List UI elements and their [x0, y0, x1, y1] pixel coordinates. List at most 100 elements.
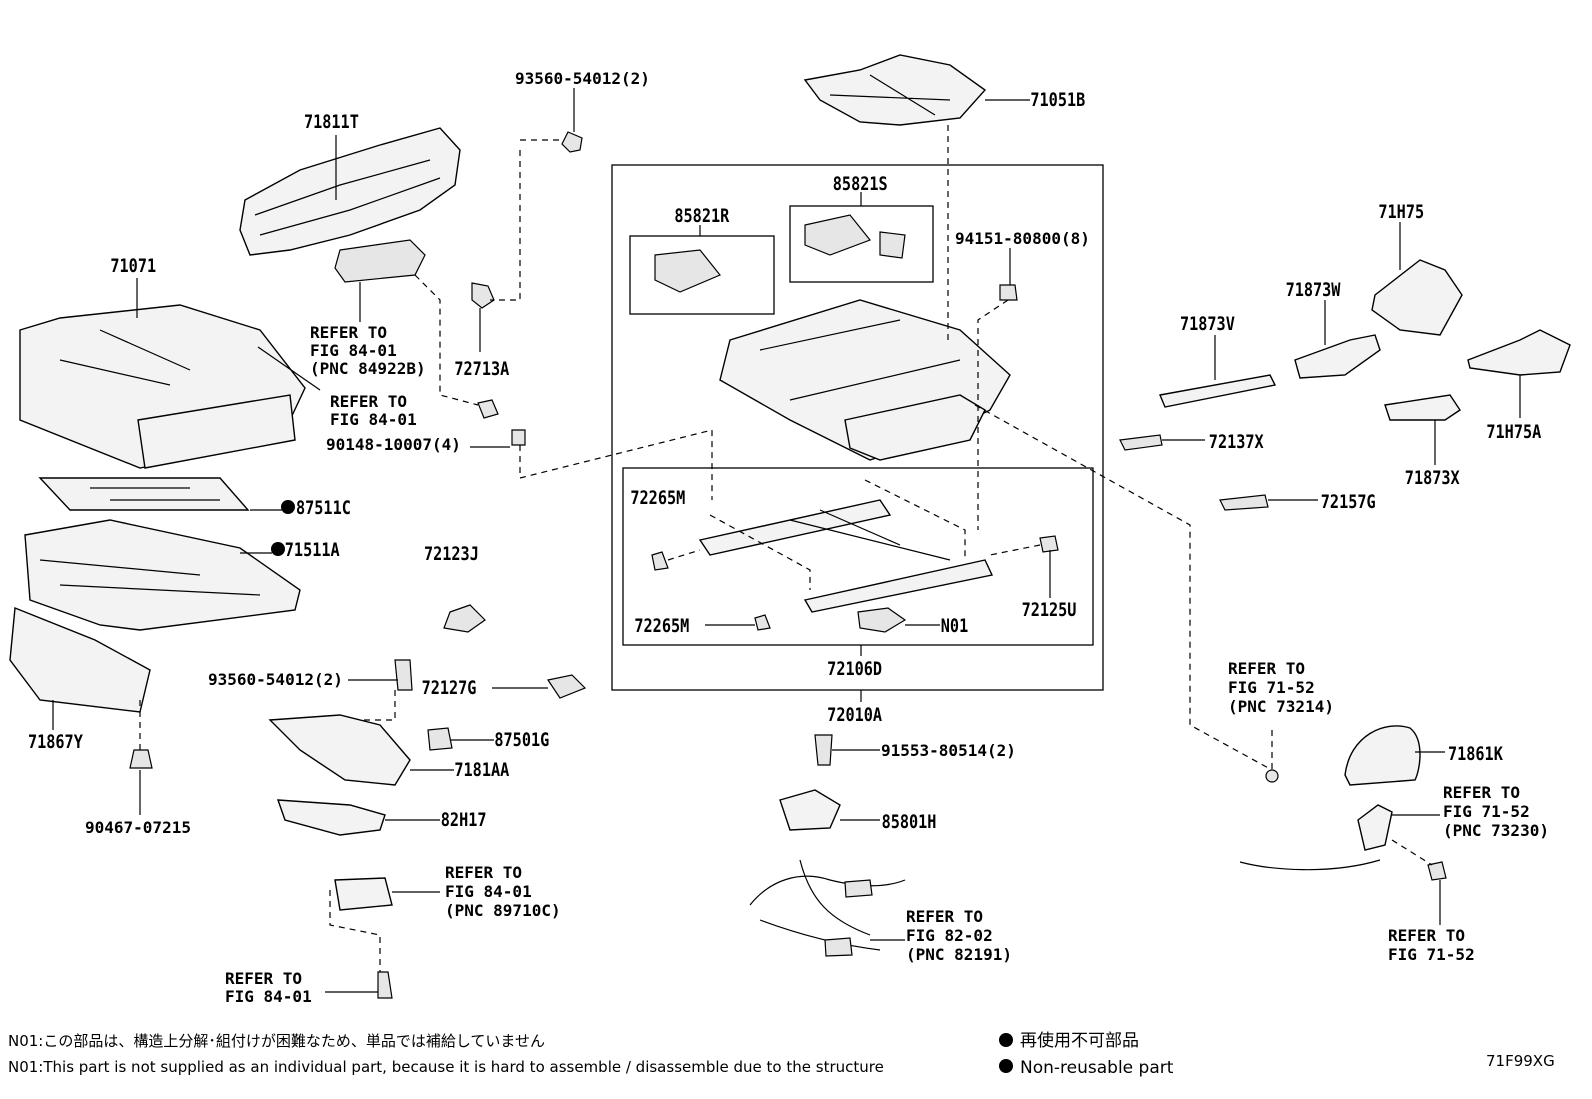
label-90467: 90467-07215 — [85, 818, 191, 837]
label-71873W: 71873W — [1286, 279, 1341, 301]
note-en: N01:This part is not supplied as an indi… — [8, 1058, 884, 1076]
part-wire-harness — [749, 859, 906, 957]
part-71511A — [24, 519, 301, 631]
label-72123J: 72123J — [424, 543, 479, 565]
label-71873X: 71873X — [1405, 467, 1460, 489]
part-7181AA — [268, 714, 411, 786]
part-washer — [1265, 769, 1279, 783]
part-72265M-b — [754, 614, 771, 631]
label-ref8401c-2: FIG 84-01 — [445, 882, 532, 901]
label-82H17: 82H17 — [441, 809, 487, 831]
part-87501G — [427, 727, 453, 751]
label-7181AA: 7181AA — [454, 759, 509, 781]
label-ref7152a-3: (PNC 73214) — [1228, 697, 1334, 716]
label-72106D: 72106D — [827, 658, 882, 680]
label-72157G: 72157G — [1321, 491, 1376, 513]
part-nut-right — [1427, 861, 1447, 881]
part-85821R — [654, 249, 721, 293]
label-N01: N01 — [941, 615, 968, 637]
part-72137X — [1119, 434, 1163, 451]
label-85801H: 85801H — [882, 811, 937, 833]
part-72125U — [1039, 535, 1059, 553]
label-72713A: 72713A — [454, 358, 509, 380]
label-71071: 71071 — [110, 255, 156, 277]
label-85821R: 85821R — [674, 205, 729, 227]
label-72265M-b: 72265M — [634, 615, 689, 637]
label-ref8401d-2: FIG 84-01 — [225, 987, 312, 1006]
part-71811T — [239, 127, 461, 256]
part-71873X — [1384, 394, 1461, 421]
label-87501G: 87501G — [494, 729, 549, 751]
part-bracket-upper — [334, 239, 426, 283]
label-94151: 94151-80800(8) — [955, 229, 1090, 248]
part-seat-track — [698, 499, 994, 613]
part-module-89710C — [334, 877, 393, 911]
label-91553: 91553-80514(2) — [881, 741, 1016, 760]
legend-bullet-en — [999, 1059, 1013, 1073]
part-87511C — [38, 477, 250, 511]
assembly-box-72010A — [611, 164, 1104, 691]
part-72123J — [443, 604, 486, 633]
box-85821R — [629, 235, 775, 315]
part-71H75A — [1467, 329, 1571, 376]
label-72137X: 72137X — [1209, 431, 1264, 453]
part-labels: 71811T 71071 93560-54012(2) 72713A REFER… — [28, 69, 1549, 1006]
label-ref7152b-3: (PNC 73230) — [1443, 821, 1549, 840]
label-87511C: 87511C — [296, 497, 351, 519]
figure-id: 71F99XG — [1486, 1052, 1555, 1070]
note-jp: N01:この部品は、構造上分解･組付けが困難なため、単品では補給していません — [8, 1032, 545, 1050]
part-71873V — [1159, 374, 1277, 408]
part-82H17 — [276, 799, 386, 836]
legend-bullet-jp — [999, 1033, 1013, 1047]
part-bolt-91553 — [814, 734, 833, 766]
part-85801H — [779, 789, 841, 831]
label-ref8202-1: REFER TO — [906, 907, 983, 926]
label-ref8202-2: FIG 82-02 — [906, 926, 993, 945]
part-72713A — [471, 282, 495, 309]
part-72265M-a — [651, 551, 669, 571]
part-bolt-lower — [377, 971, 393, 999]
label-72127G: 72127G — [422, 677, 477, 699]
part-bolt-93560-b — [394, 659, 413, 691]
label-93560-b: 93560-54012(2) — [208, 670, 343, 689]
label-71H75: 71H75 — [1378, 201, 1424, 223]
part-71H75 — [1371, 259, 1463, 336]
label-71873V: 71873V — [1180, 313, 1235, 335]
part-N01-motor — [857, 607, 907, 633]
part-bolt-90148 — [477, 399, 526, 446]
part-72157G — [1219, 494, 1269, 511]
part-72127G — [547, 674, 587, 699]
label-71867Y: 71867Y — [28, 731, 83, 753]
label-72125U: 72125U — [1022, 599, 1077, 621]
legend-en: Non-reusable part — [1020, 1058, 1174, 1078]
label-71861K: 71861K — [1448, 743, 1503, 765]
label-ref7152a-2: FIG 71-52 — [1228, 678, 1315, 697]
part-71051B — [803, 54, 987, 126]
label-93560-a: 93560-54012(2) — [515, 69, 650, 88]
label-ref8401b-2: FIG 84-01 — [330, 410, 417, 429]
part-bolt-93560-a — [561, 131, 583, 153]
leader-lines — [52, 88, 1521, 993]
label-ref8401a-3: (PNC 84922B) — [310, 359, 426, 378]
part-85821S — [804, 214, 906, 259]
label-72010A: 72010A — [827, 704, 882, 726]
label-85821S: 85821S — [833, 173, 888, 195]
dashed-lines — [139, 125, 1433, 972]
label-72265M-a: 72265M — [630, 487, 685, 509]
label-ref8401d-1: REFER TO — [225, 969, 302, 988]
label-ref8401b-1: REFER TO — [330, 392, 407, 411]
label-ref8401a-1: REFER TO — [310, 323, 387, 342]
part-clip-90467 — [129, 749, 153, 769]
label-ref8401a-2: FIG 84-01 — [310, 341, 397, 360]
part-71873W — [1294, 334, 1381, 379]
non-reusable-bullet-71511A — [271, 542, 285, 556]
label-ref8401c-1: REFER TO — [445, 863, 522, 882]
label-ref8202-3: (PNC 82191) — [906, 945, 1012, 964]
part-71071 — [19, 304, 306, 469]
label-ref7152c-1: REFER TO — [1388, 926, 1465, 945]
label-ref7152a-1: REFER TO — [1228, 659, 1305, 678]
part-71861K — [1344, 725, 1421, 786]
legend-jp: 再使用不可部品 — [1020, 1030, 1139, 1051]
label-ref7152b-1: REFER TO — [1443, 783, 1520, 802]
